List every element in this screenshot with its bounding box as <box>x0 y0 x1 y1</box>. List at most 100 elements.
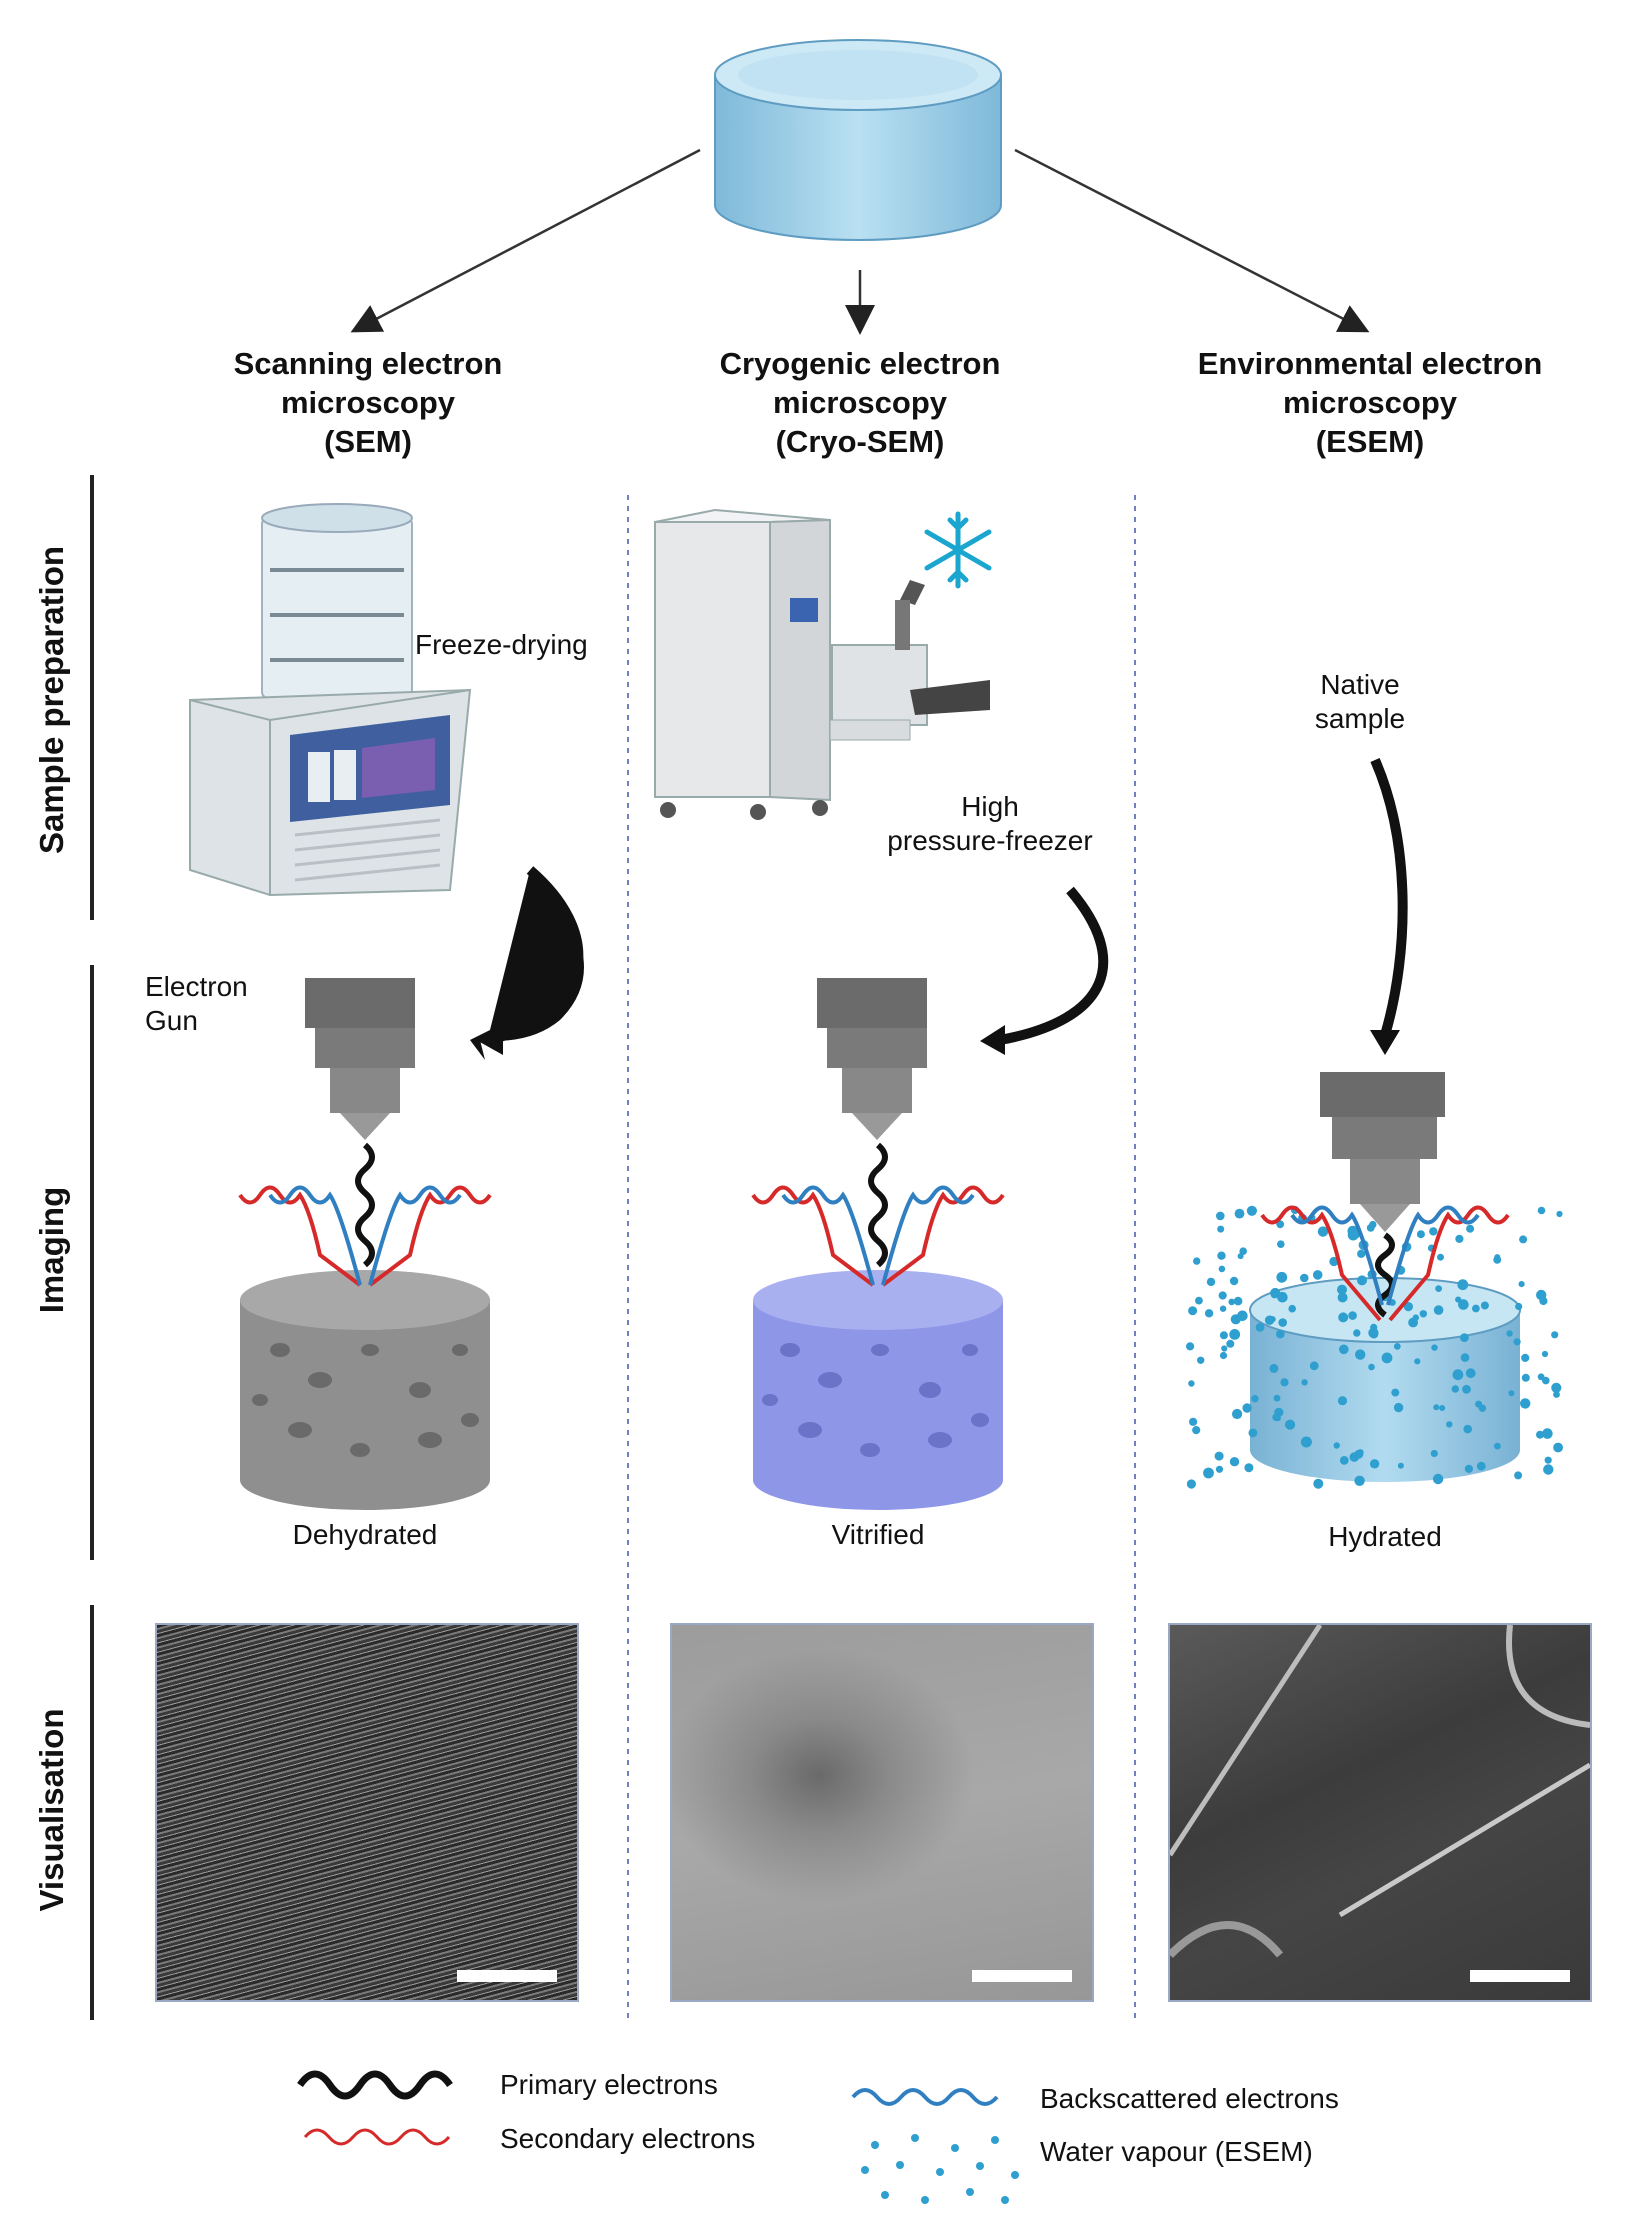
water-vapour-dot <box>1551 1382 1562 1393</box>
water-vapour-dot <box>1255 1323 1265 1332</box>
water-vapour-dot <box>1368 1363 1375 1371</box>
water-vapour-dot <box>1381 1352 1393 1364</box>
water-vapour-dot <box>1277 1291 1288 1303</box>
arrow-to-sem <box>350 148 701 333</box>
water-vapour-dot <box>1233 1296 1243 1306</box>
water-vapour-dot <box>1269 1363 1279 1373</box>
water-vapour-dot <box>1433 1305 1444 1315</box>
water-vapour-dot <box>1457 1279 1469 1291</box>
water-vapour-dot <box>1317 1226 1329 1237</box>
water-vapour-dot <box>1451 1385 1459 1393</box>
water-vapour-dot <box>1217 1251 1226 1260</box>
water-vapour-dot <box>1435 1285 1442 1292</box>
legend-primary-electrons: Primary electrons <box>500 2069 718 2100</box>
water-vapour-dot <box>1514 1471 1523 1480</box>
water-vapour-dot <box>1239 1247 1247 1255</box>
prep-label-native-sample: Native sample <box>1314 669 1406 734</box>
water-vapour-dot <box>1229 1276 1239 1286</box>
water-vapour-dot <box>1333 1442 1340 1449</box>
water-vapour-dot <box>1277 1240 1285 1248</box>
water-vapour-dot <box>1218 1265 1226 1273</box>
title-esem: Environmental electron microscopy (ESEM) <box>1197 346 1543 459</box>
water-vapour-dot <box>1188 1306 1198 1316</box>
water-vapour-dot <box>1455 1234 1464 1243</box>
water-vapour-dot <box>1553 1391 1560 1398</box>
water-vapour-dot <box>1219 1305 1227 1312</box>
water-vapour-dot <box>1544 1456 1552 1464</box>
state-label-vitrified: Vitrified <box>831 1519 925 1550</box>
water-vapour-dot <box>1515 1302 1523 1311</box>
water-vapour-dot <box>1541 1350 1549 1358</box>
water-vapour-dot <box>1229 1329 1241 1340</box>
water-vapour-dot <box>1463 1424 1472 1434</box>
water-vapour-dot <box>1276 1220 1285 1229</box>
scale-bar <box>457 1970 557 1982</box>
legend-water-vapour: Water vapour (ESEM) <box>1040 2136 1313 2167</box>
water-vapour-dot <box>1206 1277 1216 1287</box>
water-vapour-dot <box>1429 1227 1438 1236</box>
water-vapour-dot <box>1370 1323 1378 1331</box>
water-vapour-dot <box>1188 1380 1195 1387</box>
water-vapour-dot <box>1300 1436 1312 1448</box>
water-vapour-dot <box>1189 1417 1198 1426</box>
water-vapour-dot <box>1219 1331 1228 1340</box>
water-vapour-dot <box>1337 1292 1348 1303</box>
water-vapour-dot <box>1397 1462 1404 1469</box>
water-vapour-dot <box>1348 1311 1357 1320</box>
water-vapour-dot <box>1455 1296 1462 1303</box>
state-label-hydrated: Hydrated <box>1328 1521 1442 1552</box>
water-vapour-dot <box>1493 1256 1502 1264</box>
title-cryo-sem: Cryogenic electron microscopy (Cryo-SEM) <box>719 346 1001 459</box>
water-vapour-dot <box>1313 1478 1324 1489</box>
water-vapour-dot <box>1301 1379 1308 1386</box>
water-vapour-dot <box>1337 1396 1348 1406</box>
water-vapour-dot <box>1354 1475 1365 1486</box>
water-vapour-dot <box>1357 1249 1366 1258</box>
water-vapour-dot <box>1276 1271 1288 1283</box>
water-vapour-dot <box>1237 1310 1248 1322</box>
legend-backscattered-swatch <box>851 2088 999 2106</box>
water-vapour-dot <box>1553 1442 1563 1453</box>
water-vapour-dot <box>1437 1253 1444 1261</box>
water-vapour-dot <box>1430 1449 1438 1458</box>
water-vapour-dot <box>1197 1356 1205 1364</box>
water-vapour-dot <box>1278 1318 1287 1327</box>
water-vapour-dot <box>1215 1465 1224 1473</box>
legend-primary-swatch <box>297 2070 453 2100</box>
water-vapour-dot <box>1251 1395 1259 1403</box>
water-vapour-dot <box>1273 1394 1281 1402</box>
water-vapour-dot <box>1353 1329 1361 1337</box>
water-vapour-dot <box>1462 1384 1471 1394</box>
water-vapour-dot <box>1229 1457 1240 1467</box>
sem-micrograph <box>155 1623 579 2002</box>
water-vapour-dot <box>1274 1407 1284 1417</box>
water-vapour-dot <box>1519 1235 1528 1244</box>
water-vapour-dot <box>1349 1452 1360 1462</box>
legend-backscattered-electrons: Backscattered electrons <box>1040 2083 1339 2114</box>
water-vapour-dot <box>1246 1205 1257 1216</box>
water-vapour-dot <box>1414 1358 1421 1365</box>
prep-label-high-pressure-freezer: High pressure-freezer <box>887 791 1093 856</box>
water-vapour-dot <box>1192 1426 1201 1435</box>
water-vapour-dot <box>1357 1275 1367 1286</box>
water-vapour-dot <box>1312 1270 1323 1280</box>
water-vapour-dot <box>1221 1345 1228 1352</box>
water-vapour-dot <box>1508 1390 1515 1397</box>
snowflake-icon <box>924 511 992 589</box>
water-vapour-dot <box>1393 1402 1404 1413</box>
electron-gun-label: Electron Gun <box>145 971 248 1036</box>
water-vapour-dot <box>1513 1338 1521 1346</box>
water-vapour-dot <box>1232 1408 1243 1420</box>
scale-bar <box>972 1970 1072 1982</box>
water-vapour-dot <box>1276 1329 1285 1339</box>
water-vapour-dot <box>1536 1289 1547 1301</box>
water-vapour-dot <box>1203 1467 1214 1479</box>
